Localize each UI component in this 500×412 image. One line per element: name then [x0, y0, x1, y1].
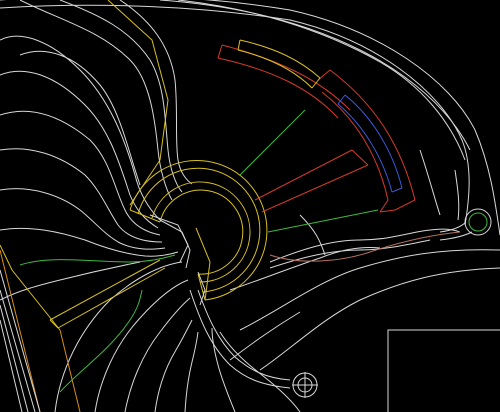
- vegetation-lines: [19, 254, 176, 393]
- central-rotunda: [129, 159, 268, 301]
- radial-spokes: [239, 109, 379, 233]
- rotunda-interior-walls: [149, 214, 206, 306]
- contour-lines-right: [229, 149, 500, 371]
- curved-wall-top: [237, 39, 321, 89]
- contour-lines: [0, 0, 193, 257]
- curved-building: [217, 44, 416, 213]
- building-outline: [387, 329, 500, 412]
- contour-lines-bottom: [0, 261, 301, 412]
- water-feature: [337, 94, 403, 193]
- walking-path: [269, 231, 461, 262]
- orange-boundary: [0, 249, 81, 412]
- road-edges: [0, 269, 41, 412]
- access-path: [189, 289, 318, 398]
- roundabout-circle: [439, 208, 492, 241]
- yellow-walls: [0, 0, 169, 331]
- site-boundary-arcs: [0, 0, 500, 236]
